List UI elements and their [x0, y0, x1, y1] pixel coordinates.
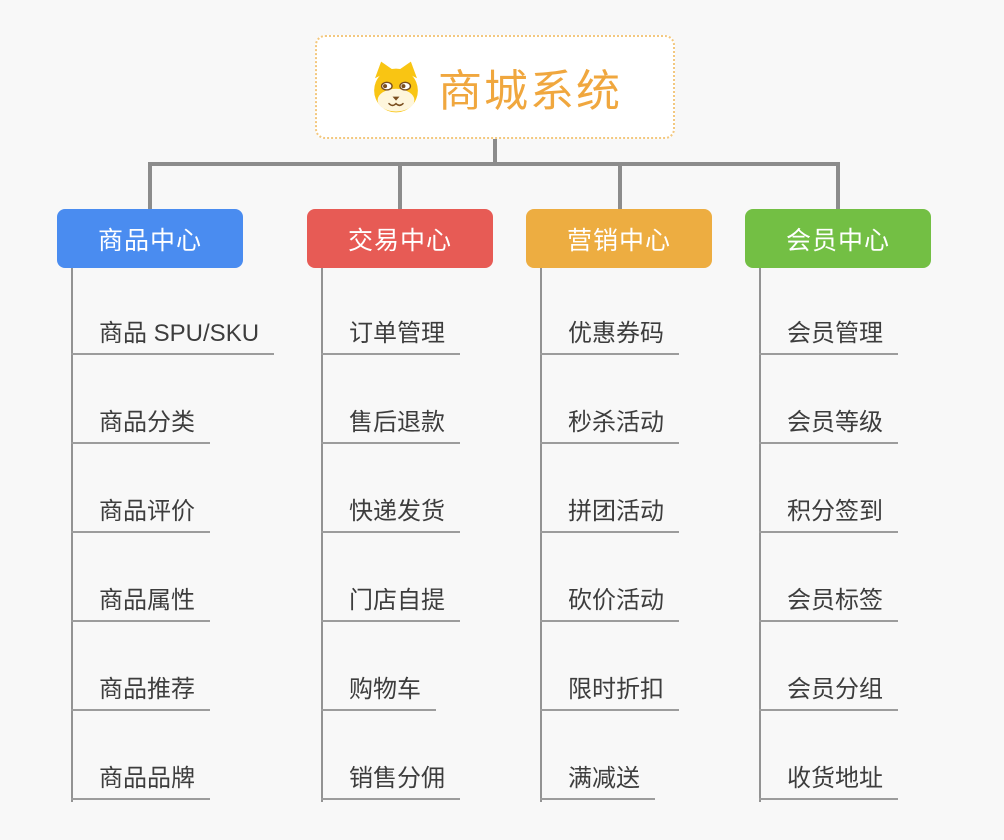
branch-label: 会员中心: [785, 226, 890, 255]
connector-stem: [493, 139, 497, 166]
leaf-node[interactable]: 限时折扣: [540, 678, 679, 711]
branch-trunk: [321, 268, 323, 802]
leaf-node[interactable]: 拼团活动: [540, 500, 679, 533]
leaf-node[interactable]: 售后退款: [321, 411, 460, 444]
branch-label: 营销中心: [566, 226, 671, 255]
leaf-node[interactable]: 商品分类: [71, 411, 210, 444]
leaf-node[interactable]: 会员分组: [759, 678, 898, 711]
leaf-node[interactable]: 会员管理: [759, 322, 898, 355]
leaf-node[interactable]: 商品评价: [71, 500, 210, 533]
leaf-node[interactable]: 销售分佣: [321, 767, 460, 800]
connector-drop: [836, 162, 840, 210]
leaf-node[interactable]: 门店自提: [321, 589, 460, 622]
branch-trunk: [71, 268, 73, 802]
leaf-node[interactable]: 收货地址: [759, 767, 898, 800]
branch-trunk: [540, 268, 542, 802]
connector-horizontal: [149, 162, 840, 166]
leaf-node[interactable]: 商品属性: [71, 589, 210, 622]
connector-drop: [148, 162, 152, 210]
connector-drop: [398, 162, 402, 210]
leaf-node[interactable]: 商品品牌: [71, 767, 210, 800]
branch-member-center[interactable]: 会员中心: [745, 209, 931, 268]
dog-face-icon: [368, 59, 424, 115]
branch-trunk: [759, 268, 761, 802]
root-title: 商城系统: [438, 67, 622, 116]
branch-label: 交易中心: [347, 226, 452, 255]
branch-marketing-center[interactable]: 营销中心: [526, 209, 712, 268]
connector-drop: [618, 162, 622, 210]
root-node[interactable]: 商城系统: [315, 35, 675, 139]
leaf-node[interactable]: 优惠券码: [540, 322, 679, 355]
leaf-node[interactable]: 订单管理: [321, 322, 460, 355]
leaf-node[interactable]: 购物车: [321, 678, 436, 711]
leaf-node[interactable]: 满减送: [540, 767, 655, 800]
leaf-node[interactable]: 秒杀活动: [540, 411, 679, 444]
leaf-node[interactable]: 会员等级: [759, 411, 898, 444]
leaf-node[interactable]: 商品推荐: [71, 678, 210, 711]
leaf-node[interactable]: 砍价活动: [540, 589, 679, 622]
branch-trade-center[interactable]: 交易中心: [307, 209, 493, 268]
leaf-node[interactable]: 会员标签: [759, 589, 898, 622]
leaf-node[interactable]: 商品 SPU/SKU: [71, 322, 275, 355]
branch-label: 商品中心: [97, 226, 202, 255]
branch-product-center[interactable]: 商品中心: [57, 209, 243, 268]
leaf-node[interactable]: 积分签到: [759, 500, 898, 533]
leaf-node[interactable]: 快递发货: [321, 500, 460, 533]
